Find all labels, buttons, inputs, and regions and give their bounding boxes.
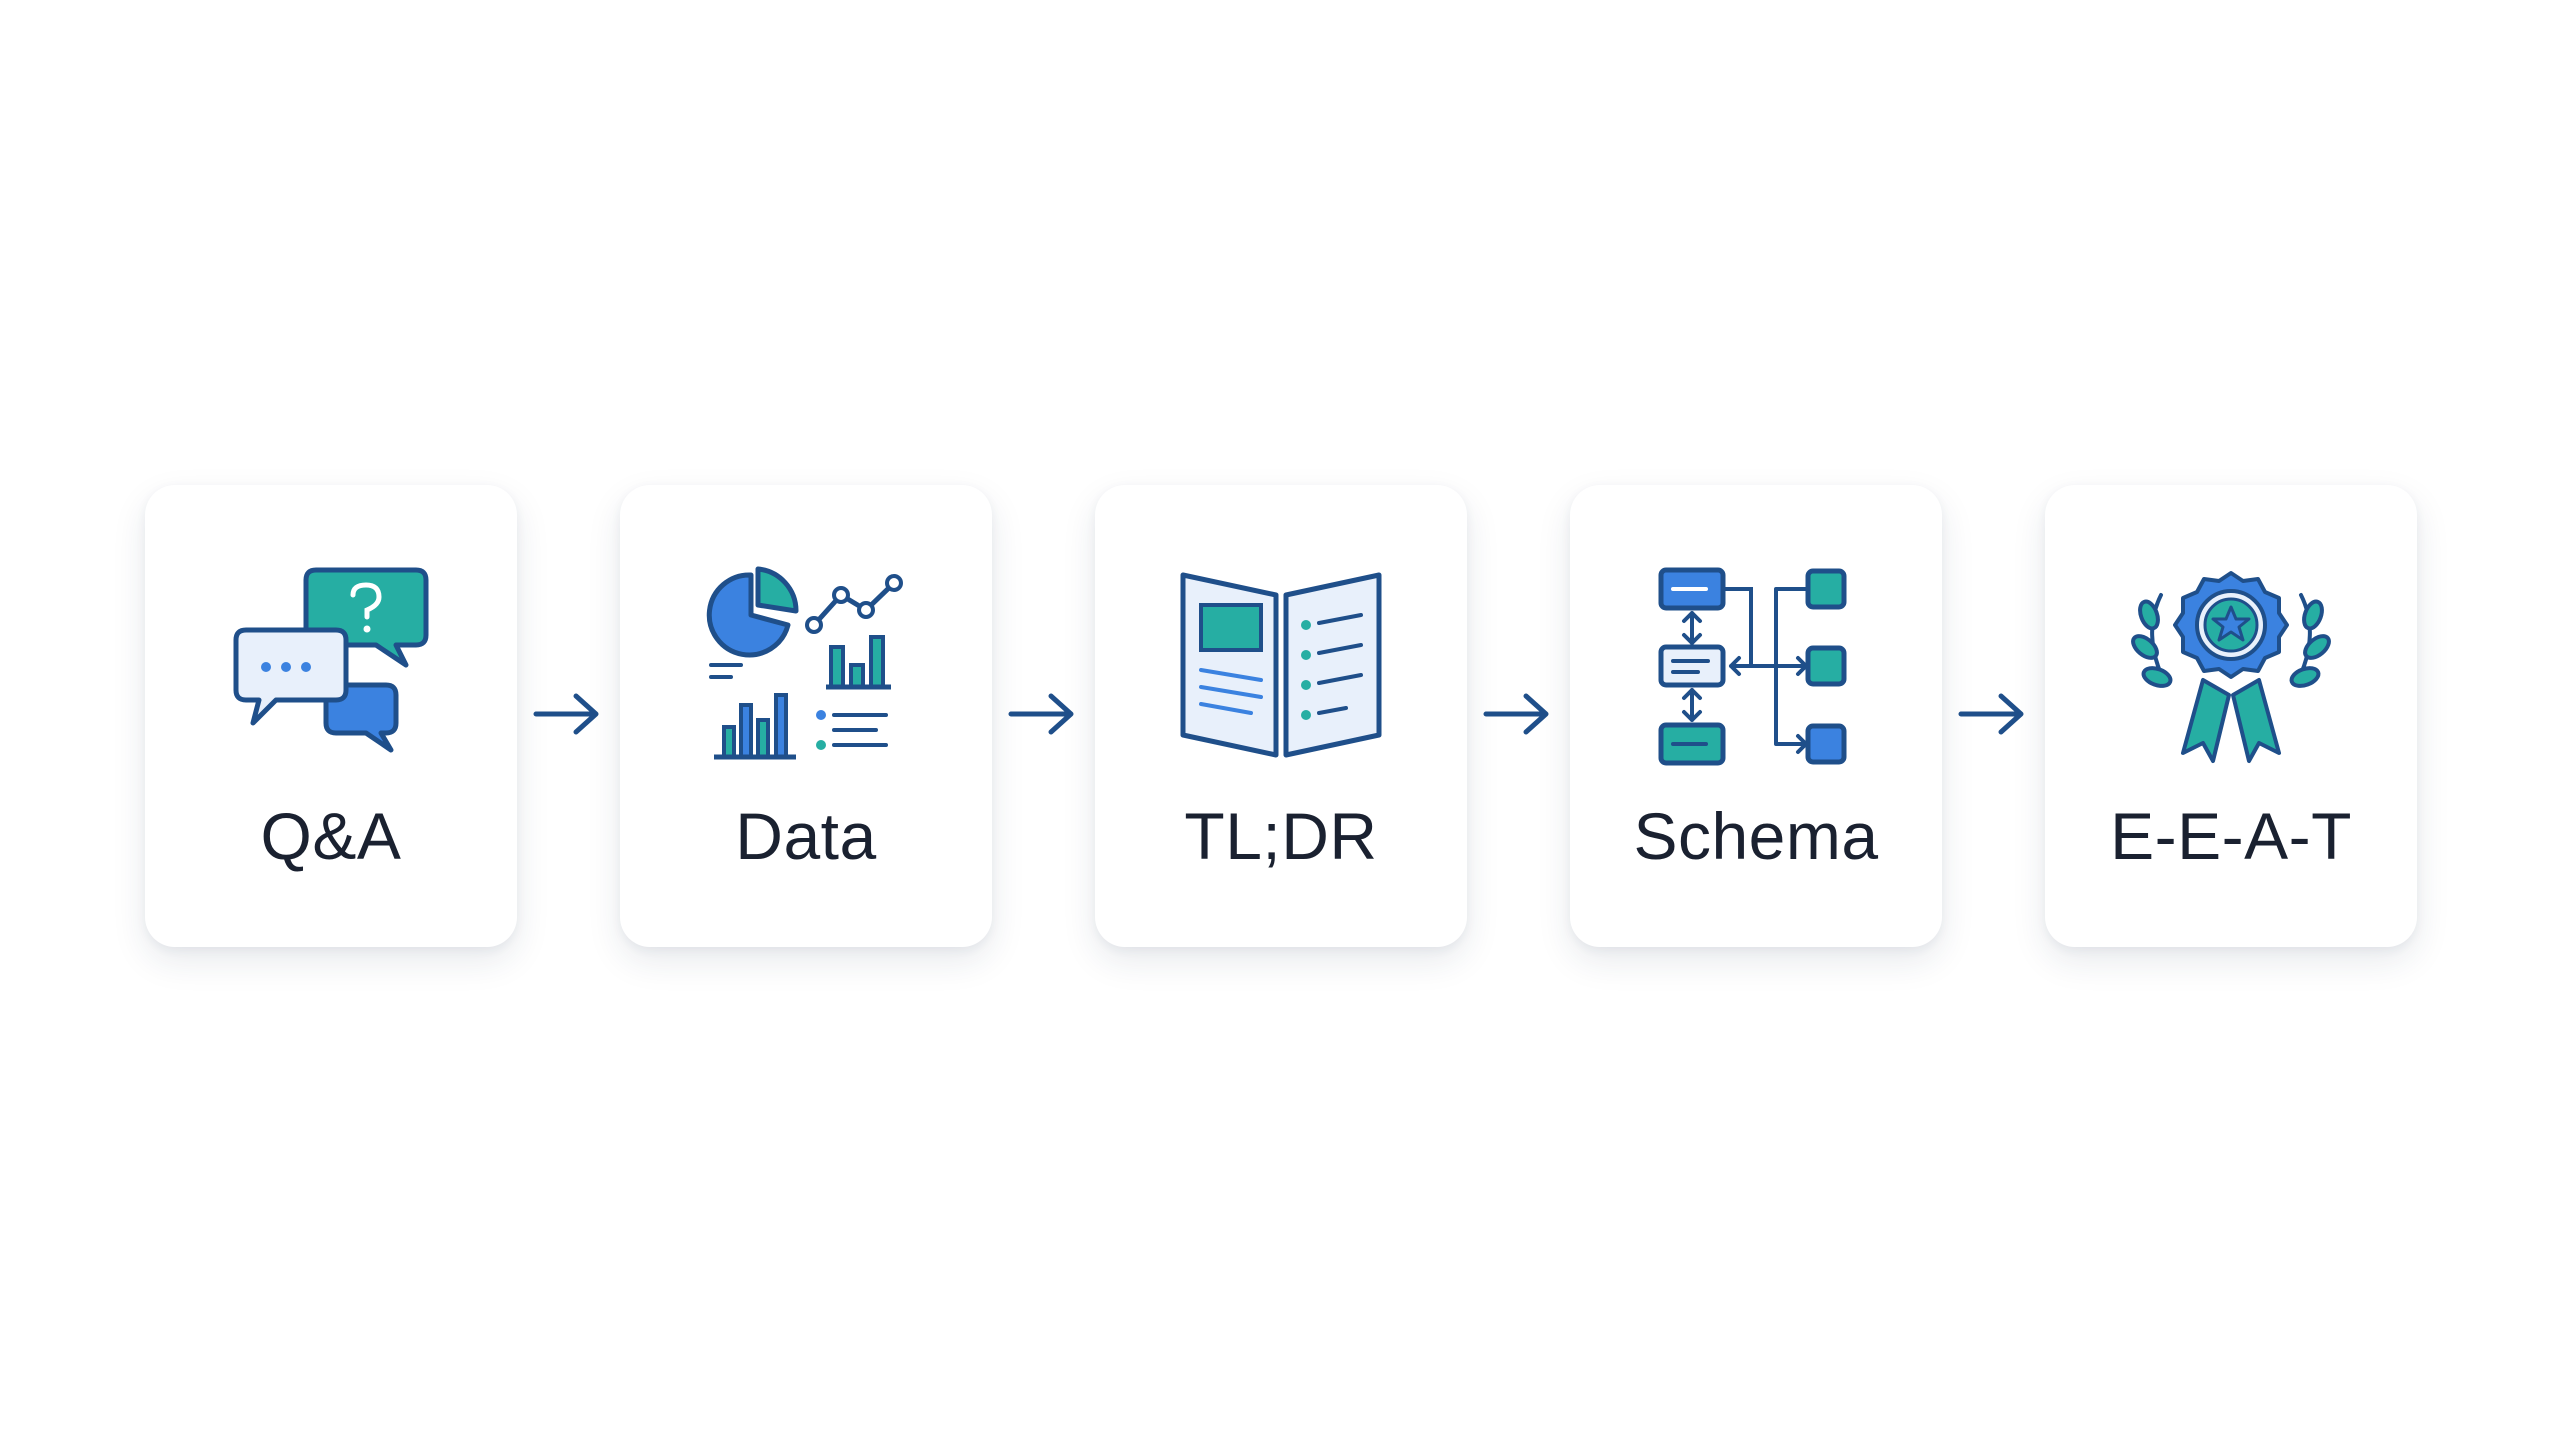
arrow-right-icon: [1005, 684, 1079, 744]
arrow-right-icon: [1480, 684, 1554, 744]
open-document-icon: [1171, 555, 1391, 775]
arrow-right-icon: [530, 684, 604, 744]
step-card-qa: Q&A: [145, 485, 517, 947]
step-card-data: Data: [620, 485, 992, 947]
step-label: TL;DR: [1184, 799, 1378, 873]
award-ribbon-icon: [2121, 555, 2341, 775]
step-label: E-E-A-T: [2110, 799, 2352, 873]
step-card-tldr: TL;DR: [1095, 485, 1467, 947]
step-label: Schema: [1633, 799, 1879, 873]
qa-chat-bubbles-icon: [221, 555, 441, 775]
schema-hierarchy-icon: [1646, 555, 1866, 775]
arrow-right-icon: [1955, 684, 2029, 744]
step-card-schema: Schema: [1570, 485, 1942, 947]
step-card-eeat: E-E-A-T: [2045, 485, 2417, 947]
step-label: Q&A: [260, 799, 402, 873]
step-label: Data: [735, 799, 877, 873]
data-charts-icon: [696, 555, 916, 775]
